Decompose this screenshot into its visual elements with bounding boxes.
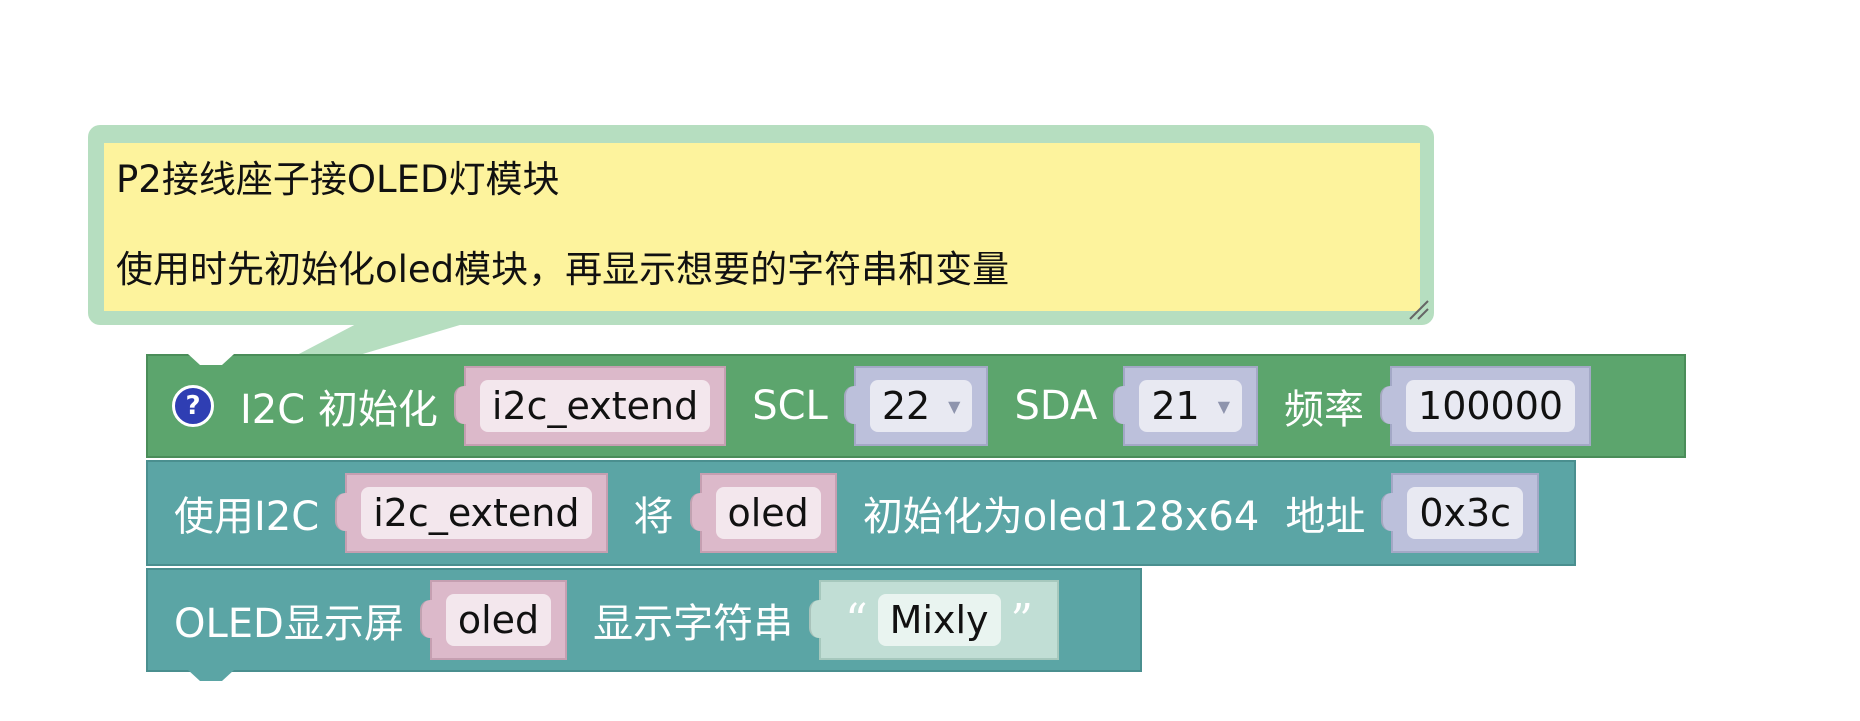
string-slot[interactable]: “ Mixly ” — [809, 580, 1060, 660]
freq-label: 频率 — [1284, 387, 1365, 433]
i2c-init-label: I2C 初始化 — [240, 387, 438, 433]
will-label: 将 — [633, 494, 674, 540]
freq-field[interactable]: 100000 — [1406, 380, 1576, 432]
oled-var-field[interactable]: oled — [715, 487, 821, 539]
oled-bus-slot[interactable]: i2c_extend — [335, 473, 608, 553]
scl-value: 22 — [881, 384, 931, 428]
show-string-label: 显示字符串 — [593, 601, 794, 647]
block-notch — [188, 354, 234, 365]
comment-line-2: 使用时先初始化oled模块，再显示想要的字符串和变量 — [116, 248, 1010, 291]
use-i2c-label: 使用I2C — [174, 494, 320, 540]
open-quote-icon: “ — [845, 594, 868, 646]
address-label: 地址 — [1285, 494, 1366, 540]
help-icon[interactable]: ? — [172, 385, 214, 427]
oled-screen-label: OLED显示屏 — [174, 601, 404, 647]
i2c-init-block[interactable]: ? I2C 初始化 i2c_extend SCL 22 ▼ SDA 21 ▼ 频… — [146, 354, 1686, 458]
oled-init-block[interactable]: 使用I2C i2c_extend 将 oled 初始化为oled128x64 地… — [146, 460, 1576, 566]
sda-value: 21 — [1151, 384, 1200, 428]
scl-slot[interactable]: 22 ▼ — [843, 366, 989, 446]
oled-show-string-block[interactable]: OLED显示屏 oled 显示字符串 “ Mixly ” — [146, 568, 1142, 681]
dropdown-arrow-icon: ▼ — [1217, 396, 1231, 416]
scl-dropdown[interactable]: 22 ▼ — [869, 380, 973, 432]
oled-bus-field[interactable]: i2c_extend — [361, 487, 592, 539]
string-field[interactable]: Mixly — [877, 594, 1001, 646]
address-field[interactable]: 0x3c — [1407, 487, 1524, 539]
address-slot[interactable]: 0x3c — [1381, 473, 1540, 553]
i2c-bus-field[interactable]: i2c_extend — [479, 380, 711, 432]
sda-slot[interactable]: 21 ▼ — [1113, 366, 1259, 446]
sda-label: SDA — [1014, 383, 1098, 429]
freq-slot[interactable]: 100000 — [1380, 366, 1592, 446]
resize-grip-icon[interactable] — [1406, 297, 1430, 321]
show-var-field[interactable]: oled — [445, 594, 552, 646]
show-var-slot[interactable]: oled — [419, 580, 568, 660]
comment-textarea[interactable]: P2接线座子接OLED灯模块 使用时先初始化oled模块，再显示想要的字符串和变… — [104, 143, 1420, 311]
close-quote-icon: ” — [1010, 594, 1034, 646]
init-as-label: 初始化为oled128x64 — [862, 494, 1260, 540]
block-tab — [188, 670, 234, 681]
sda-dropdown[interactable]: 21 ▼ — [1139, 380, 1243, 432]
scl-label: SCL — [752, 383, 828, 429]
i2c-bus-slot[interactable]: i2c_extend — [453, 366, 727, 446]
dropdown-arrow-icon: ▼ — [948, 396, 961, 416]
comment-line-1: P2接线座子接OLED灯模块 — [116, 158, 560, 201]
oled-var-slot[interactable]: oled — [689, 473, 837, 553]
comment-bubble[interactable]: P2接线座子接OLED灯模块 使用时先初始化oled模块，再显示想要的字符串和变… — [88, 125, 1434, 325]
